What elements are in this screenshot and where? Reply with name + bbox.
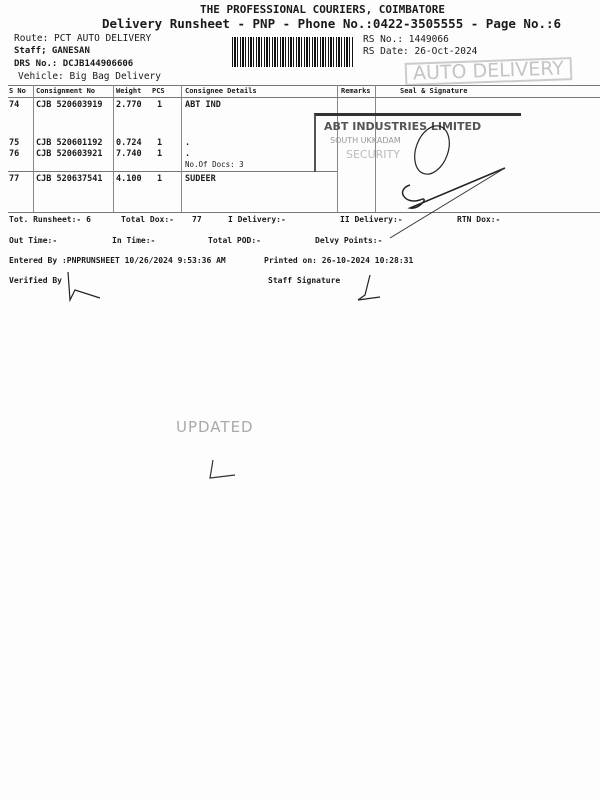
col-header: Consignment No <box>36 87 96 95</box>
weight: 4.100 <box>116 174 142 184</box>
entered-by: Entered By :PNPRUNSHEET 10/26/2024 9:53:… <box>9 256 226 265</box>
divider <box>8 97 600 98</box>
consignment-no: CJB 520601192 <box>36 138 103 148</box>
total-dox-value: 77 <box>192 215 202 224</box>
consignee: . <box>185 149 191 159</box>
delvy-points: Delvy Points:- <box>315 236 383 245</box>
company-title: THE PROFESSIONAL COURIERS, COIMBATORE <box>200 3 446 16</box>
col-sep <box>375 85 376 212</box>
consignment-no: CJB 520637541 <box>36 174 103 184</box>
printed-on: Printed on: 26-10-2024 10:28:31 <box>264 256 414 265</box>
sno: 74 <box>9 100 20 110</box>
divider <box>8 212 600 213</box>
consignee: ABT IND <box>185 100 221 110</box>
col-header: Weight <box>116 87 142 95</box>
stamp-line: ABT INDUSTRIES LIMITED <box>324 120 482 133</box>
drs-no: DRS No.: DCJB144906606 <box>14 59 134 69</box>
divider <box>8 85 600 86</box>
total-pod: Total POD:- <box>208 236 261 245</box>
runsheet-subtitle: Delivery Runsheet - PNP - Phone No.:0422… <box>102 16 562 31</box>
company-stamp: ABT INDUSTRIES LIMITED SOUTH UKKADAM SEC… <box>314 113 521 172</box>
i-delivery: I Delivery:- <box>228 215 286 224</box>
barcode <box>232 37 354 67</box>
in-time: In Time:- <box>112 236 156 245</box>
consignee: . <box>185 138 191 148</box>
rtn-dox: RTN Dox:- <box>457 215 501 224</box>
sno: 77 <box>9 174 20 184</box>
col-header: Seal & Signature <box>400 87 468 95</box>
col-header: Remarks <box>341 87 371 95</box>
pcs: 1 <box>157 100 163 110</box>
pcs: 1 <box>157 174 163 184</box>
staff-signature: Staff Signature <box>268 276 341 285</box>
vehicle: Vehicle: Big Bag Delivery <box>18 71 161 82</box>
rs-no: RS No.: 1449066 <box>363 34 449 45</box>
ii-delivery: II Delivery:- <box>340 215 403 224</box>
pcs: 1 <box>157 138 163 148</box>
stamp-line: SOUTH UKKADAM <box>330 136 401 145</box>
stamp-line: SECURITY <box>346 148 400 161</box>
sno: 76 <box>9 149 20 159</box>
weight: 7.740 <box>116 149 142 159</box>
col-header: PCS <box>152 87 165 95</box>
sno: 75 <box>9 138 20 148</box>
col-header: Consignee Details <box>185 87 257 95</box>
consignment-no: CJB 520603921 <box>36 149 103 159</box>
rs-date: RS Date: 26-Oct-2024 <box>363 46 478 57</box>
col-sep <box>181 85 182 212</box>
docs-note: No.Of Docs: 3 <box>185 160 244 169</box>
updated-stamp: UPDATED <box>176 418 254 436</box>
col-sep <box>113 85 114 212</box>
consignment-no: CJB 520603919 <box>36 100 103 110</box>
weight: 0.724 <box>116 138 142 148</box>
col-sep <box>337 85 338 212</box>
tot-runsheet: Tot. Runsheet:- 6 <box>9 215 91 224</box>
col-header: S No <box>9 87 26 95</box>
total-dox: Total Dox:- <box>121 215 174 224</box>
weight: 2.770 <box>116 100 142 110</box>
col-sep <box>33 85 34 212</box>
out-time: Out Time:- <box>9 236 58 245</box>
verified-by: Verified By <box>9 276 62 285</box>
consignee: SUDEER <box>185 174 216 184</box>
route: Route: PCT AUTO DELIVERY <box>14 33 152 44</box>
divider <box>8 171 338 172</box>
staff: Staff; GANESAN <box>14 46 90 56</box>
pcs: 1 <box>157 149 163 159</box>
